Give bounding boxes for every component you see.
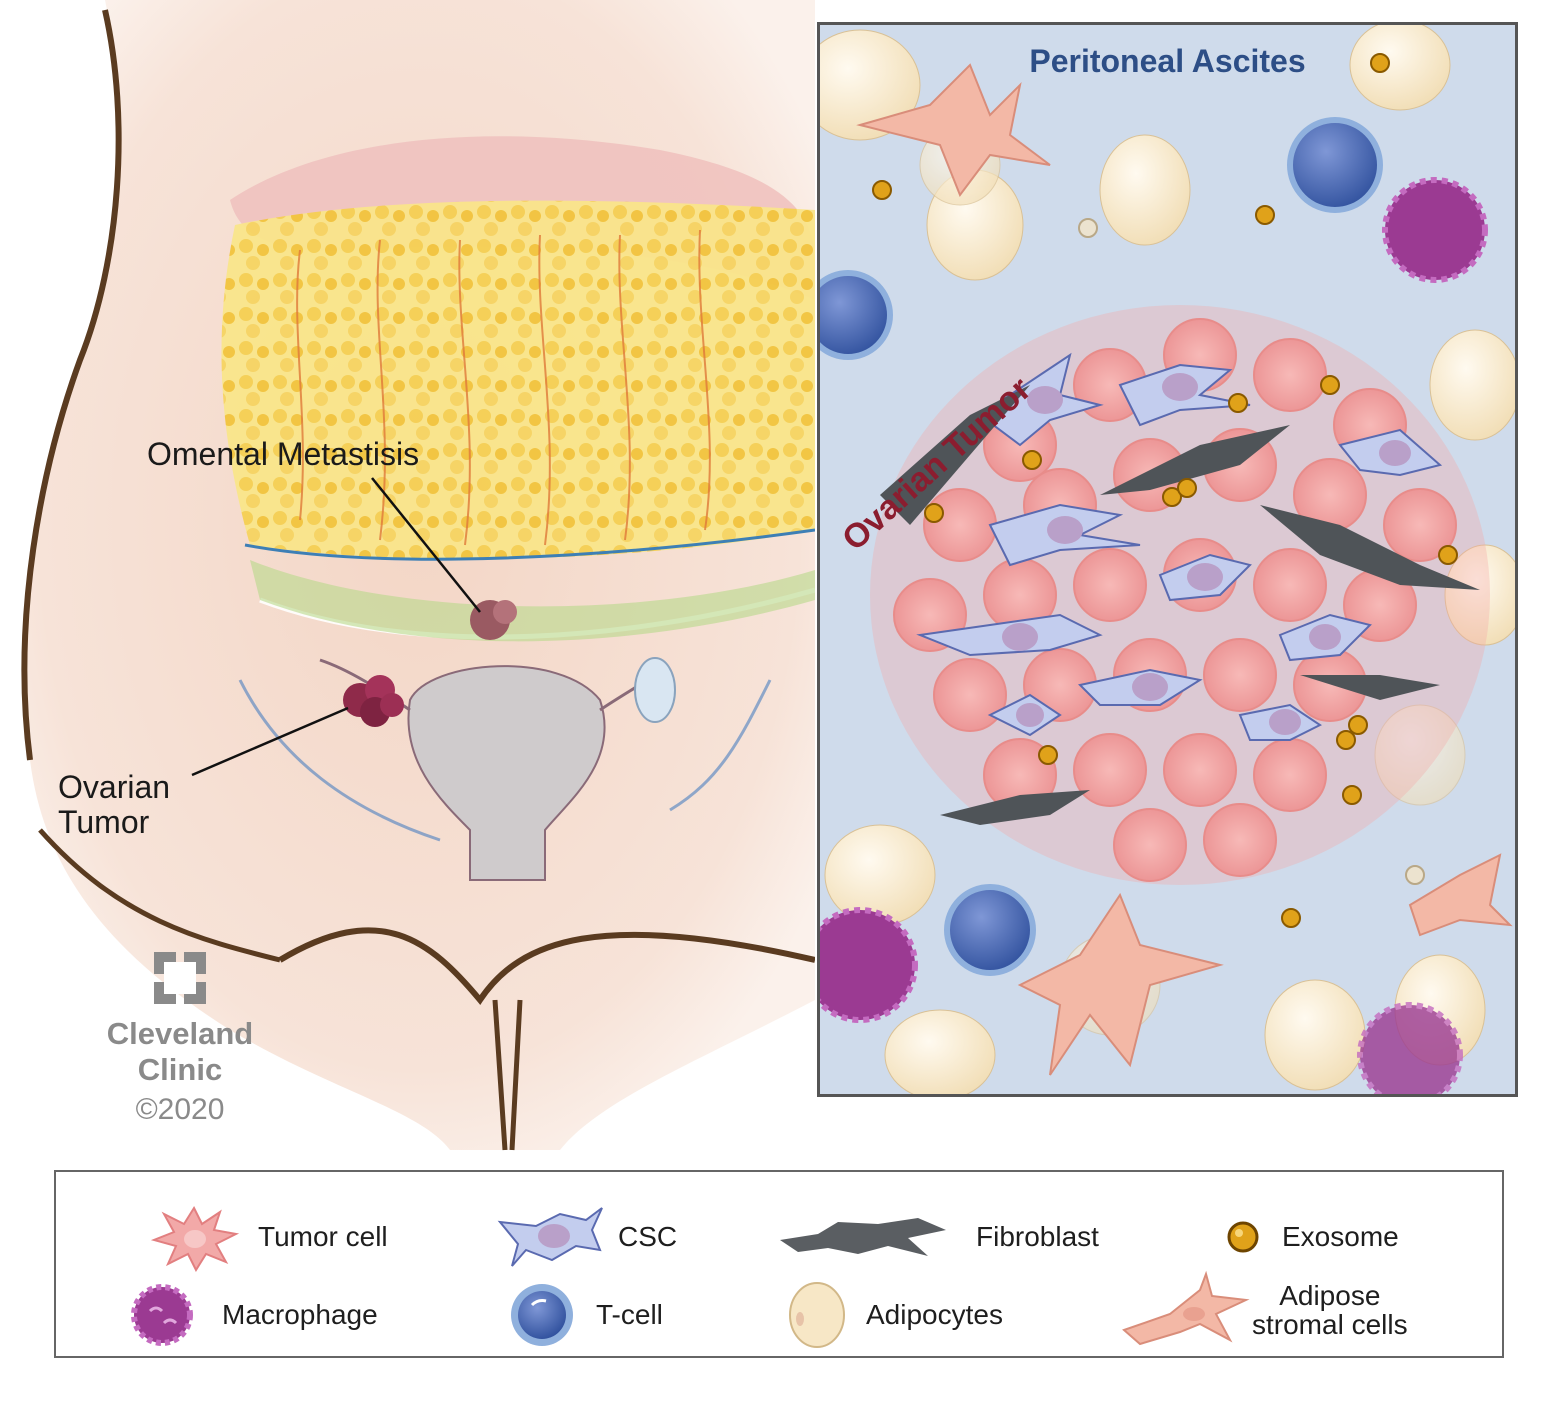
omental-metastasis-label: Omental Metastisis <box>147 436 420 472</box>
legend-item-exosome: Exosome <box>1226 1220 1399 1254</box>
stromal-cells-group <box>856 63 1513 1076</box>
omental-pointer-line <box>371 477 481 613</box>
legend-item-tumor-cell: Tumor cell <box>148 1202 388 1272</box>
midline <box>492 999 523 1151</box>
legend-item-macrophage: Macrophage <box>124 1277 378 1353</box>
uterus <box>407 665 606 881</box>
legend-item-adipocytes: Adipocytes <box>786 1279 1003 1351</box>
torso-outline-left <box>21 9 122 761</box>
macrophage-icon <box>131 1284 193 1346</box>
legend-label-fibroblast: Fibroblast <box>976 1221 1099 1253</box>
csc-icon <box>497 1207 603 1267</box>
copyright: ©2020 <box>135 1093 225 1127</box>
fibroblast-icon <box>780 1218 946 1256</box>
cleveland-clinic-logo: Cleveland Clinic ©2020 <box>100 950 260 1127</box>
legend-label-adipose-stromal-line2: stromal cells <box>1252 1309 1408 1340</box>
legend-label-csc: CSC <box>618 1221 678 1253</box>
macrophages-group <box>820 177 1488 1094</box>
legend-label-adipose-stromal: Adipose stromal cells <box>1252 1279 1408 1340</box>
ovarian-pointer-line <box>191 706 349 777</box>
abdomen-illustration <box>21 0 815 1151</box>
fibroblast-group <box>880 385 1480 825</box>
exosomes-group <box>872 53 1458 928</box>
logo-line2: Clinic <box>137 1051 223 1087</box>
exosome-icon <box>1227 1221 1259 1253</box>
pubic-outline <box>278 927 815 1006</box>
ovarian-tumor-label-line1: Ovarian <box>58 769 171 805</box>
ovarian-tumor-label-line2: Tumor <box>58 804 150 841</box>
legend-label-adipocytes: Adipocytes <box>866 1299 1003 1331</box>
peritoneal-line <box>244 528 815 561</box>
adipocytes-group <box>820 25 1515 1094</box>
legend-item-adipose-stromal: Adipose stromal cells <box>1120 1270 1408 1350</box>
legend-item-fibroblast: Fibroblast <box>778 1212 1099 1262</box>
legend-item-csc: CSC <box>496 1202 677 1272</box>
legend-item-t-cell: T-cell <box>506 1279 663 1351</box>
legend-label-adipose-stromal-line1: Adipose <box>1279 1279 1381 1311</box>
omental-metastasis-nodule <box>470 600 517 640</box>
ovarian-tumor-mass <box>343 675 404 727</box>
inset-scene <box>820 25 1515 1094</box>
adipose-stromal-icon <box>1122 1270 1250 1346</box>
csc-nuclei <box>1002 373 1411 735</box>
inset-title: Peritoneal Ascites <box>1029 43 1306 79</box>
logo-line1: Cleveland <box>106 1016 254 1051</box>
legend-label-tumor-cell: Tumor cell <box>258 1221 388 1253</box>
t-cell-icon <box>511 1284 573 1346</box>
legend: Tumor cell CSC Fibroblast Exosome Macrop… <box>54 1170 1504 1358</box>
right-ovary <box>634 657 676 723</box>
legend-label-t-cell: T-cell <box>596 1299 663 1331</box>
t-cells-group <box>820 117 1383 976</box>
groin-crease-left <box>38 828 281 963</box>
ovarian-tumor-label: Ovarian Tumor <box>58 769 171 841</box>
pelvic-green-region <box>250 560 815 642</box>
tumor-cell-icon <box>150 1205 240 1272</box>
adipocytes-icon <box>789 1282 845 1348</box>
omentum <box>221 200 815 560</box>
legend-label-exosome: Exosome <box>1282 1221 1399 1253</box>
legend-label-macrophage: Macrophage <box>222 1299 378 1331</box>
cleveland-clinic-logo-icon <box>154 952 206 1004</box>
peritoneal-ascites-inset: Peritoneal Ascites Ovarian Tumor <box>817 22 1518 1097</box>
